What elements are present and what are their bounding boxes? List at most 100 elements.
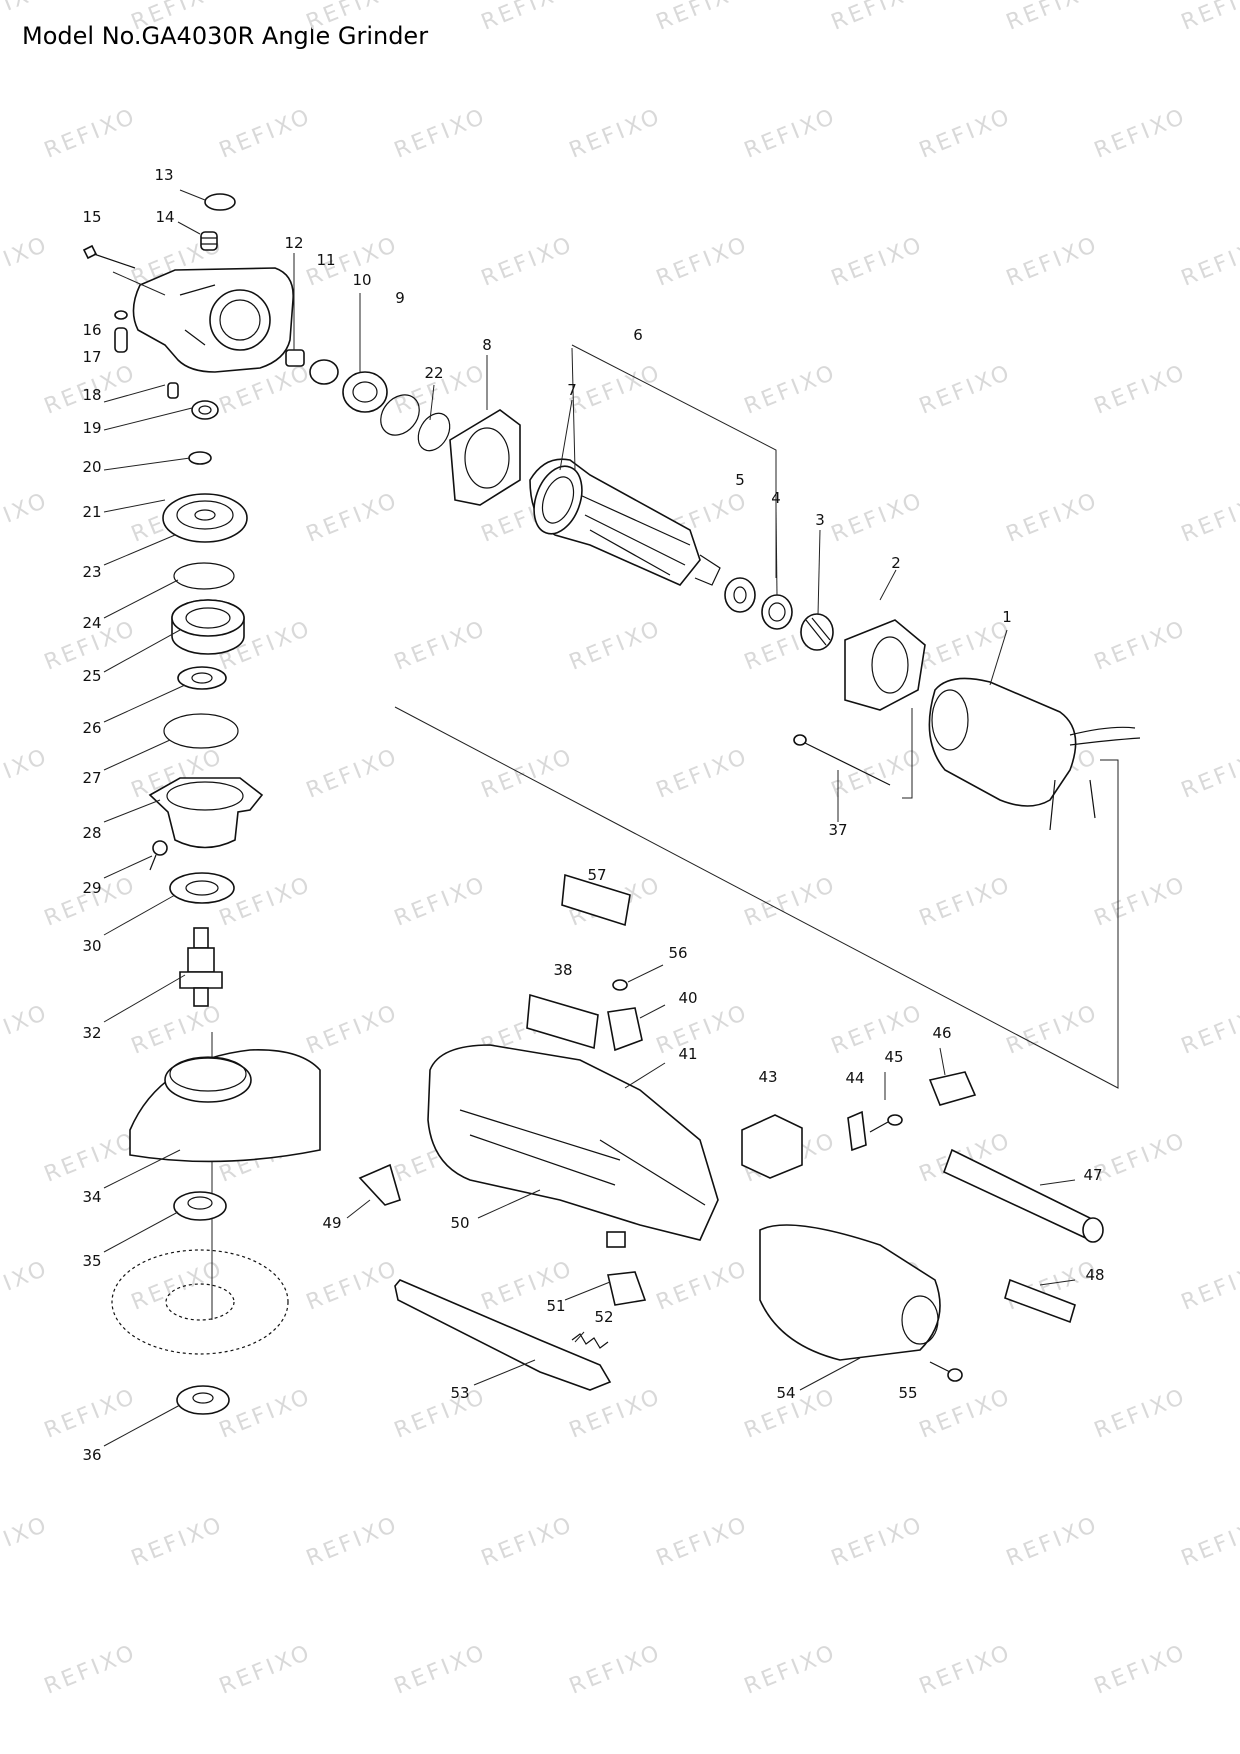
part-number-label: 30 <box>82 937 101 955</box>
part-number-label: 27 <box>82 769 101 787</box>
watermark-text: REFIXO <box>566 1384 666 1444</box>
watermark-text: REFIXO <box>653 1512 753 1572</box>
part-number-label: 49 <box>322 1214 341 1232</box>
watermark-text: REFIXO <box>916 1640 1016 1700</box>
watermark-text: REFIXO <box>1091 1128 1191 1188</box>
part-number-label: 44 <box>845 1069 864 1087</box>
part-number-label: 11 <box>316 251 335 269</box>
part-number-label: 57 <box>587 866 606 884</box>
part-number-label: 55 <box>898 1384 917 1402</box>
watermark-text: REFIXO <box>916 616 1016 676</box>
watermark-text: REFIXO <box>741 872 841 932</box>
part-number-label: 24 <box>82 614 101 632</box>
part-1-field <box>928 677 1141 831</box>
watermark-text: REFIXO <box>0 232 52 292</box>
part-21-retaining-ring <box>188 451 212 465</box>
watermark-text: REFIXO <box>478 1512 578 1572</box>
watermark-text: REFIXO <box>216 104 316 164</box>
part-11-needle-bearing <box>309 359 339 385</box>
part-24-retaining-ring <box>173 562 235 590</box>
watermark-text: REFIXO <box>1178 1000 1240 1060</box>
watermark-text: REFIXO <box>653 1000 753 1060</box>
part-number-label: 3 <box>815 511 825 529</box>
watermark-text: REFIXO <box>303 1256 403 1316</box>
part-49-switch-lever <box>358 1163 401 1206</box>
part-number-label: 9 <box>395 289 405 307</box>
part-47-cord-guard <box>942 1148 1104 1243</box>
part-number-label: 10 <box>352 271 371 289</box>
watermark-text: REFIXO <box>741 104 841 164</box>
part-50-motor-housing <box>427 1044 719 1241</box>
watermark-text: REFIXO <box>41 104 141 164</box>
part-number-label: 34 <box>82 1188 101 1206</box>
watermark-text: REFIXO <box>478 0 578 36</box>
part-45-screw <box>869 1114 903 1133</box>
part-14-spring <box>200 231 218 251</box>
part-number-label: 48 <box>1085 1266 1104 1284</box>
part-17-pin <box>114 327 128 353</box>
watermark-text: REFIXO <box>741 1640 841 1700</box>
part-number-label: 52 <box>594 1308 613 1326</box>
part-number-label: 6 <box>633 326 643 344</box>
part-number-label: 50 <box>450 1214 469 1232</box>
part-number-label: 16 <box>82 321 101 339</box>
part-number-label: 56 <box>668 944 687 962</box>
part-number-label: 43 <box>758 1068 777 1086</box>
part-32-spindle <box>179 927 223 1007</box>
part-number-label: 15 <box>82 208 101 226</box>
part-55-screw <box>929 1361 963 1382</box>
watermark-text: REFIXO <box>0 1512 52 1572</box>
watermark-text: REFIXO <box>1091 104 1191 164</box>
watermark-text: REFIXO <box>566 104 666 164</box>
part-10-ball-bearing <box>342 371 388 413</box>
watermark-text: REFIXO <box>1003 1000 1103 1060</box>
watermark-text: REFIXO <box>1178 232 1240 292</box>
part-22-retaining-ring <box>417 412 451 452</box>
watermark-text: REFIXO <box>0 1256 52 1316</box>
watermark-text: REFIXO <box>1178 488 1240 548</box>
part-number-label: 35 <box>82 1252 101 1270</box>
part-number-label: 18 <box>82 386 101 404</box>
part-number-label: 8 <box>482 336 492 354</box>
part-53-switch-bar <box>394 1279 612 1391</box>
part-35-inner-flange <box>173 1191 227 1221</box>
watermark-text: REFIXO <box>303 488 403 548</box>
part-56-screw <box>612 979 628 991</box>
watermark-text: REFIXO <box>1178 0 1240 36</box>
part-51-brush-holder <box>606 1231 647 1306</box>
part-number-label: 40 <box>678 989 697 1007</box>
part-36-lock-nut <box>176 1385 230 1415</box>
watermark-text: REFIXO <box>128 1000 228 1060</box>
watermark-text: REFIXO <box>41 1640 141 1700</box>
part-54-rear-cover <box>759 1224 941 1361</box>
watermark-text: REFIXO <box>128 1256 228 1316</box>
watermark-text: REFIXO <box>391 1640 491 1700</box>
part-number-label: 25 <box>82 667 101 685</box>
part-28-bearing-box <box>148 777 264 849</box>
watermark-text: REFIXO <box>1003 0 1103 36</box>
watermark-text: REFIXO <box>653 744 753 804</box>
watermark-text: REFIXO <box>0 488 52 548</box>
part-number-label: 19 <box>82 419 101 437</box>
watermark-text: REFIXO <box>478 232 578 292</box>
part-5-ball-bearing <box>724 577 756 613</box>
watermark-text: REFIXO <box>0 744 52 804</box>
part-20-needle-bearing <box>191 400 219 420</box>
watermark-text: REFIXO <box>1003 232 1103 292</box>
watermark-text: REFIXO <box>1003 1512 1103 1572</box>
part-number-label: 20 <box>82 458 101 476</box>
part-23-bevel-gear <box>162 493 248 543</box>
watermark-text: REFIXO <box>303 0 403 36</box>
part-number-label: 36 <box>82 1446 101 1464</box>
watermark-text: REFIXO <box>0 0 52 36</box>
part-3-insulation-washer <box>800 613 834 651</box>
part-number-label: 26 <box>82 719 101 737</box>
part-16-ring <box>114 310 128 320</box>
watermark-text: REFIXO <box>828 744 928 804</box>
watermark-text: REFIXO <box>128 1512 228 1572</box>
part-30-labyrinth-ring <box>169 872 235 904</box>
part-number-label: 29 <box>82 879 101 897</box>
part-number-label: 51 <box>546 1297 565 1315</box>
part-number-labels: 1234567891011121314151617181920212223242… <box>82 166 1104 1464</box>
part-number-label: 46 <box>932 1024 951 1042</box>
